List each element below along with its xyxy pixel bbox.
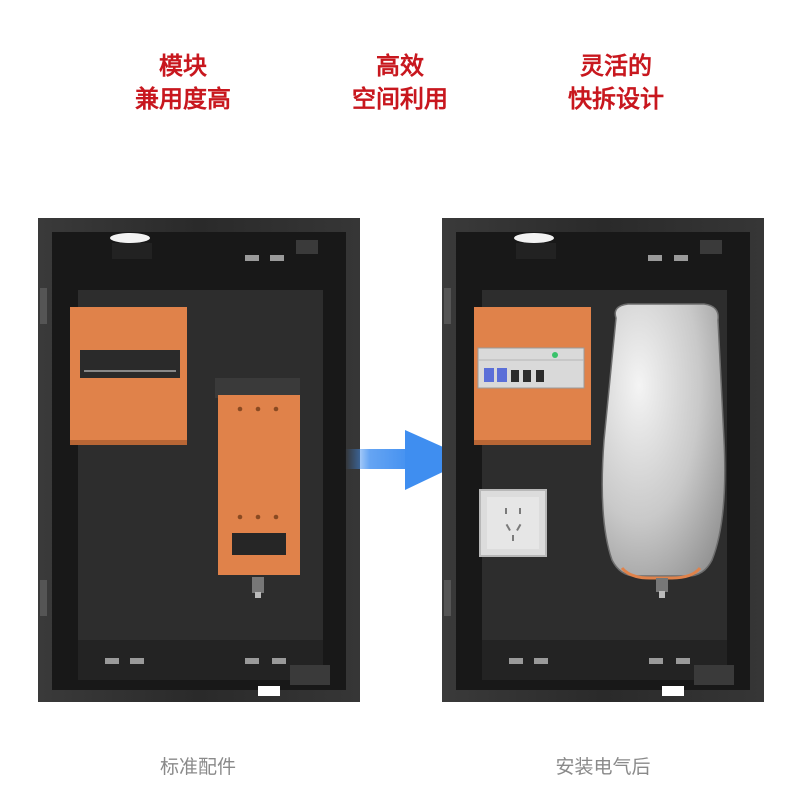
cabinet-standard — [38, 218, 360, 702]
caption-after: 安装电气后 — [555, 756, 651, 778]
caption-before: 标准配件 — [159, 756, 236, 778]
feature-space-line2: 空间利用 — [352, 85, 448, 113]
cabinet-light — [110, 233, 150, 243]
feature-modular: 模块 兼用度高 — [83, 50, 283, 116]
hinge-top — [444, 288, 451, 324]
breaker-slot — [80, 350, 180, 378]
hinge-bottom — [40, 580, 47, 616]
cabinet-light — [514, 233, 554, 243]
circuit-breaker-icon — [477, 347, 585, 389]
feature-modular-line1: 模块 — [159, 52, 207, 80]
right-arrow-icon — [345, 430, 470, 490]
status-led — [552, 352, 558, 358]
cabinet-installed — [442, 218, 764, 702]
feature-quick-release: 灵活的 快拆设计 — [516, 50, 716, 116]
mounting-plate-cutout — [232, 533, 286, 555]
hinge-bottom — [444, 580, 451, 616]
power-socket-icon — [479, 489, 547, 557]
feature-quick-release-line2: 快拆设计 — [568, 85, 664, 113]
hinge-top — [40, 288, 47, 324]
feature-quick-release-line1: 灵活的 — [580, 52, 652, 80]
feature-modular-line2: 兼用度高 — [135, 85, 231, 113]
ev-charger — [601, 303, 726, 598]
feature-space: 高效 空间利用 — [300, 50, 500, 116]
feature-space-line1: 高效 — [376, 52, 424, 80]
